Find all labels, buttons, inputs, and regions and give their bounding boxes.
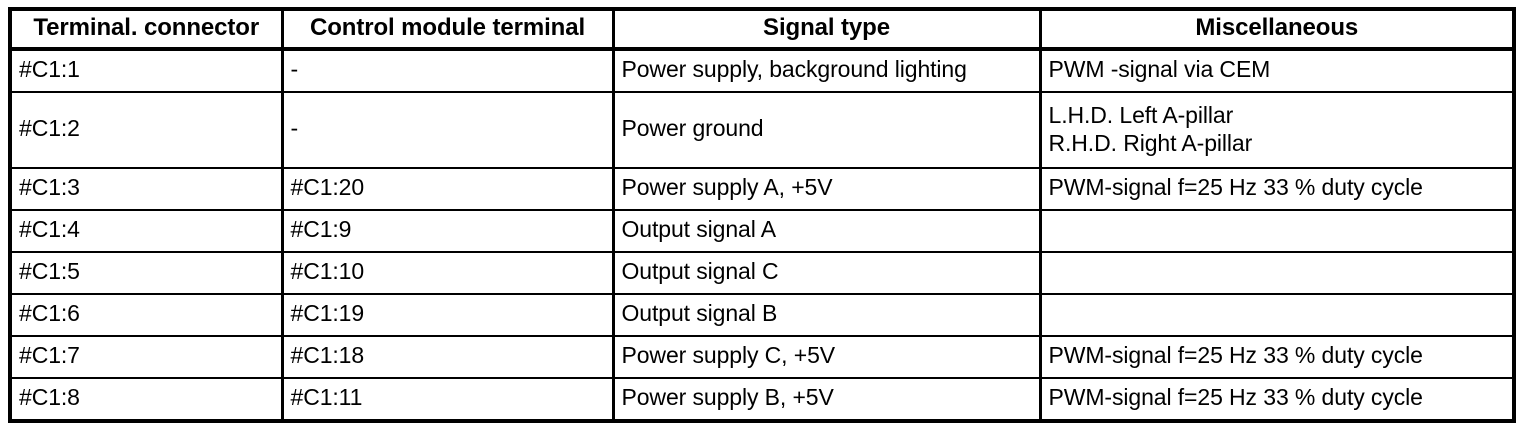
cell-miscellaneous-line: L.H.D. Left A-pillar	[1048, 101, 1234, 128]
cell-signal-type: Power supply B, +5V	[613, 378, 1042, 421]
cell-miscellaneous	[1040, 252, 1514, 295]
cell-terminal-connector: #C1:5	[10, 252, 284, 295]
column-header-signal-type: Signal type	[613, 9, 1042, 51]
cell-control-module-terminal: #C1:9	[282, 210, 615, 253]
cell-control-module-terminal: #C1:10	[282, 252, 615, 295]
column-header-miscellaneous: Miscellaneous	[1040, 9, 1514, 51]
cell-signal-type: Power supply C, +5V	[613, 336, 1042, 379]
terminal-pinout-table: Terminal. connector Control module termi…	[8, 7, 1516, 423]
header-row: Terminal. connector Control module termi…	[10, 9, 1514, 51]
cell-signal-type: Output signal C	[613, 252, 1042, 295]
cell-signal-type: Output signal A	[613, 210, 1042, 253]
table-header: Terminal. connector Control module termi…	[10, 9, 1514, 51]
cell-miscellaneous	[1040, 294, 1514, 337]
cell-signal-type: Power supply A, +5V	[613, 168, 1042, 211]
cell-control-module-terminal: #C1:18	[282, 336, 615, 379]
cell-miscellaneous: PWM-signal f=25 Hz 33 % duty cycle	[1040, 336, 1514, 379]
cell-miscellaneous: PWM-signal f=25 Hz 33 % duty cycle	[1048, 384, 1423, 411]
cell-control-module-terminal: -	[282, 49, 615, 93]
cell-signal-type: Output signal B	[613, 294, 1042, 337]
column-header-terminal-connector: Terminal. connector	[10, 9, 284, 51]
cell-control-module-terminal: #C1:20	[282, 168, 615, 211]
cell-miscellaneous: PWM -signal via CEM	[1040, 49, 1514, 93]
cell-miscellaneous: PWM-signal f=25 Hz 33 % duty cycle	[1040, 168, 1514, 211]
cell-control-module-terminal: #C1:19	[282, 294, 615, 337]
cell-miscellaneous-line: R.H.D. Right A-pillar	[1048, 130, 1253, 156]
column-header-control-module-terminal: Control module terminal	[282, 9, 615, 51]
cell-terminal-connector: #C1:1	[10, 49, 284, 93]
cell-signal-type: Power ground	[613, 92, 1042, 169]
cell-terminal-connector: #C1:7	[10, 336, 284, 379]
cell-signal-type: Power supply, background lighting	[613, 49, 1042, 93]
cell-terminal-connector: #C1:4	[10, 210, 284, 253]
cell-terminal-connector: #C1:3	[10, 168, 284, 211]
cell-terminal-connector: #C1:8	[10, 378, 284, 421]
cell-control-module-terminal: #C1:11	[282, 378, 615, 421]
cell-control-module-terminal: -	[282, 92, 615, 169]
cell-terminal-connector: #C1:6	[10, 294, 284, 337]
cell-miscellaneous	[1040, 210, 1514, 253]
cell-terminal-connector: #C1:2	[10, 92, 284, 169]
